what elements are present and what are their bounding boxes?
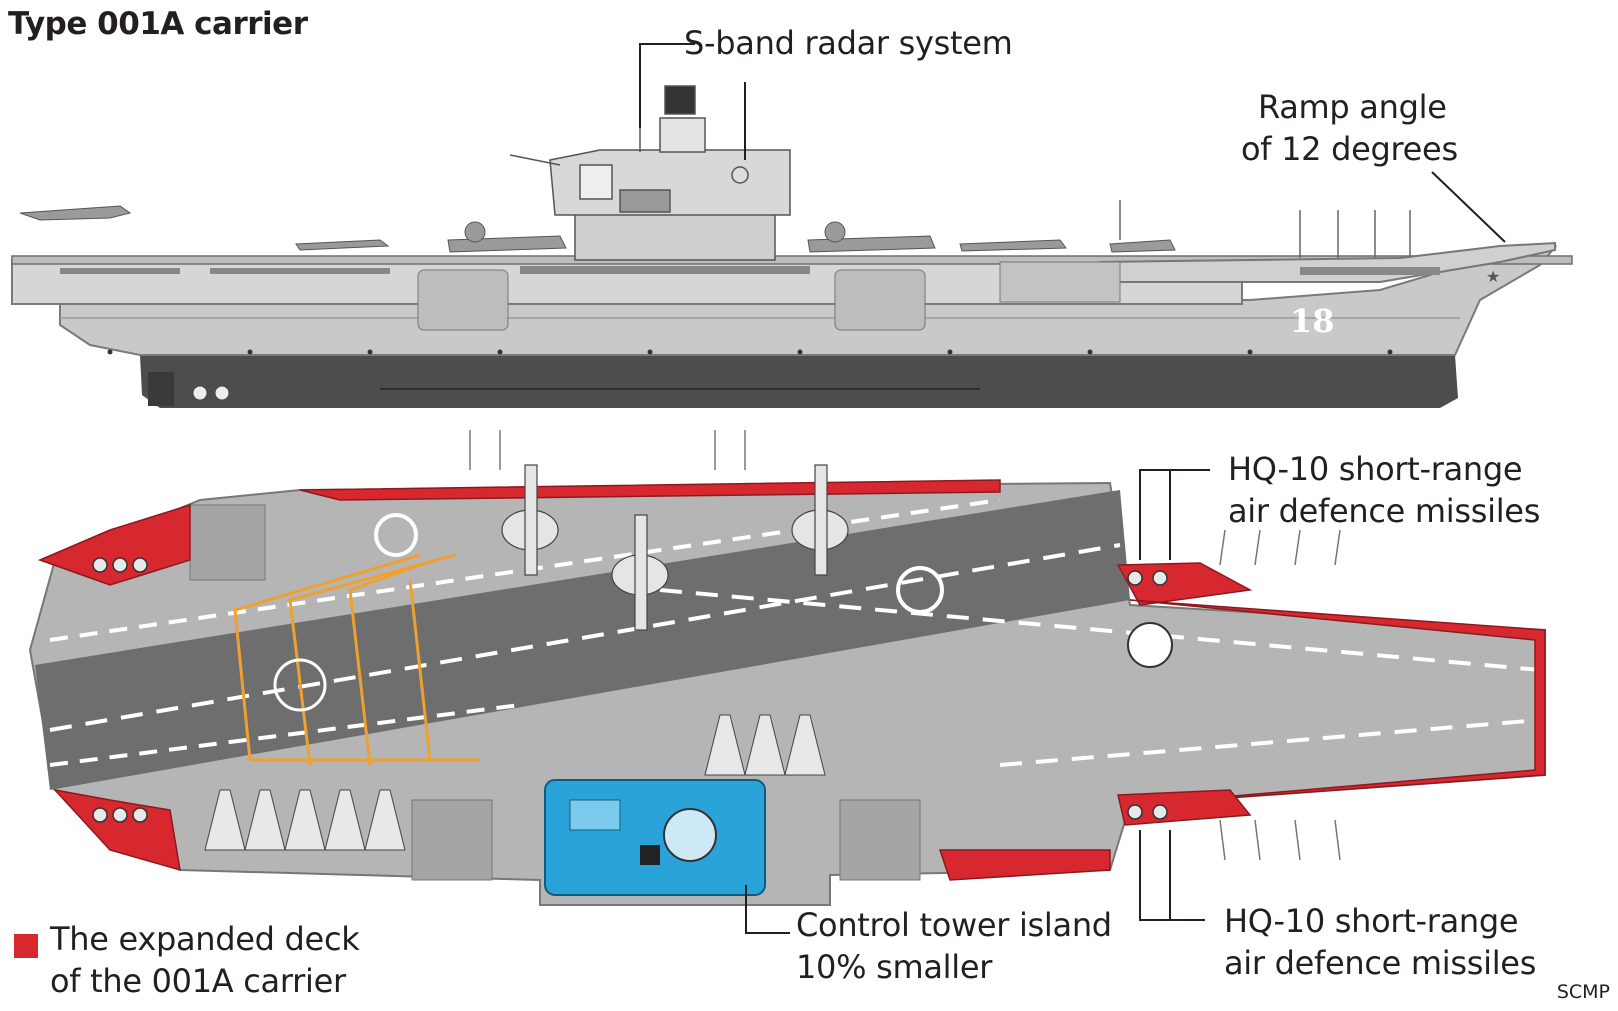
ramp-label-line2: of 12 degrees (1241, 130, 1458, 168)
radar-label: S-band radar system (684, 24, 1013, 62)
source-credit: SCMP (1556, 981, 1610, 1003)
tower-callout-line (745, 885, 790, 934)
chart-title: Type 001A carrier (8, 6, 308, 42)
hq10-top-label-line1: HQ-10 short-range (1228, 450, 1523, 488)
legend-label-line1: The expanded deck (50, 920, 360, 958)
bow-ramp (1099, 241, 1556, 283)
svg-text:★: ★ (1486, 267, 1500, 286)
legend-swatch (14, 934, 38, 958)
side-profile: 18 ★ (11, 43, 1573, 408)
tower-label-line1: Control tower island (796, 906, 1112, 944)
hq10-bottom-label-line1: HQ-10 short-range (1224, 902, 1519, 940)
radar-callout-line (639, 43, 695, 128)
island-side (509, 85, 791, 261)
hq10-bottom-callout-line (1139, 830, 1205, 921)
top-view (28, 430, 1546, 934)
hull-number: 18 (1290, 302, 1335, 340)
ramp-callout-line (1431, 171, 1506, 243)
ramp-label-line1: Ramp angle (1258, 88, 1447, 126)
expanded-deck-areas (37, 479, 1546, 881)
angled-runway (35, 490, 1130, 790)
lower-hull (140, 355, 1458, 408)
tower-label-line2: 10% smaller (796, 948, 993, 986)
legend-label-line2: of the 001A carrier (50, 962, 346, 1000)
hq10-bottom-label-line2: air defence missiles (1224, 944, 1537, 982)
hq10-top-callout-line (1139, 469, 1210, 560)
control-tower-island (544, 779, 766, 896)
hq10-top-label-line2: air defence missiles (1228, 492, 1541, 530)
